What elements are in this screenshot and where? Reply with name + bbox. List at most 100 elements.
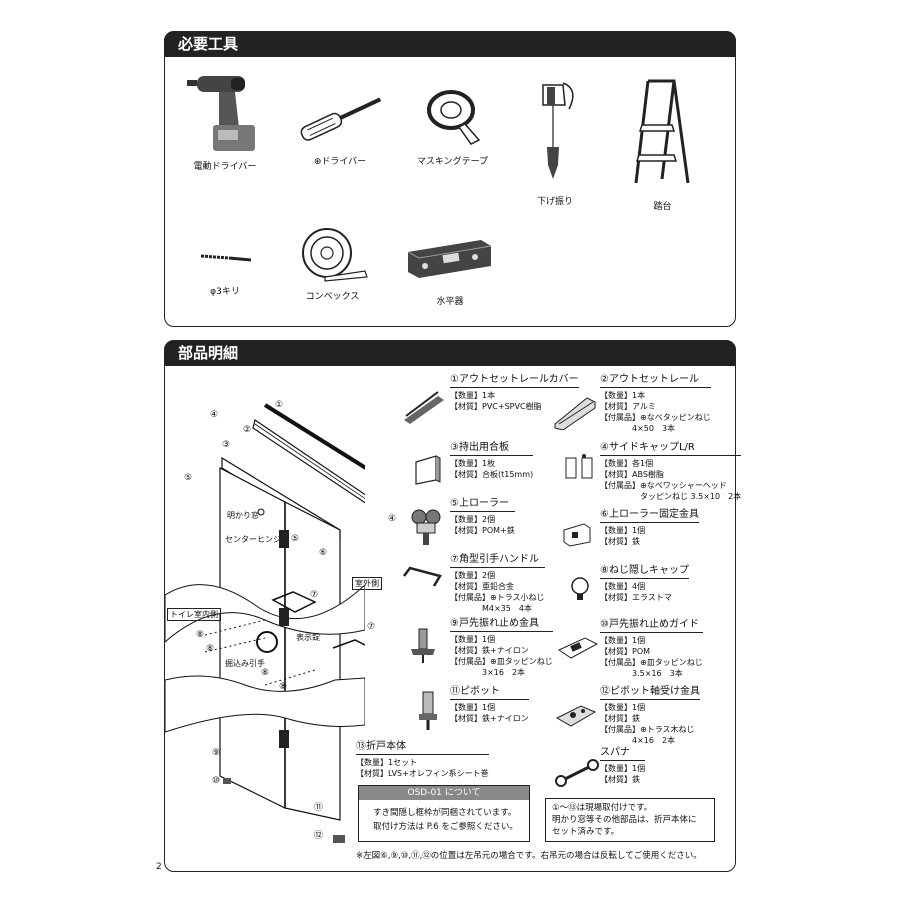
tool-spirit-level: 水平器: [400, 230, 500, 307]
part-name: ②アウトセットレール: [600, 373, 711, 388]
tools-panel: 必要工具: [164, 31, 736, 327]
callout-12: ⑫: [314, 831, 324, 841]
drill-bit-icon: [200, 254, 252, 262]
part-detail: 【材質】LVS+オレフィン系シート巻: [356, 769, 489, 778]
callout-5a: ⑤: [184, 473, 193, 483]
part-name: ④サイドキャップL/R: [600, 441, 742, 456]
tool-label: 下げ振り: [536, 197, 573, 207]
tool-label: 電動ドライバー: [193, 162, 257, 172]
plumb-bob-icon: [542, 82, 574, 179]
part-name: ⑬折戸本体: [356, 740, 489, 755]
outset-rail: [252, 419, 365, 504]
part-upper-roller: ⑤上ローラー 【数量】2個 【材質】POM+鉄: [450, 497, 515, 536]
side-cap-icon: [565, 454, 593, 479]
part-detail: 【数量】1本: [450, 391, 496, 400]
spanner-icon: [555, 759, 599, 787]
osd-box-header: OSD-01 について: [359, 786, 529, 800]
tool-step-stool: 踏台: [620, 75, 705, 212]
part-name: ⑫ピボット軸受け金具: [600, 685, 700, 700]
install-note-line: ①～⑬は現場取付けです。: [552, 803, 653, 813]
part-detail: 【材質】鉄+ナイロン: [450, 646, 529, 655]
callout-8d: ⑧: [279, 682, 288, 692]
part-detail: 【材質】POM+鉄: [450, 526, 515, 535]
callout-2: ②: [243, 425, 252, 435]
label-indicator-lock: 表示錠: [296, 633, 320, 642]
screw-cap-icon: [571, 577, 589, 600]
part-name: ⑤上ローラー: [450, 497, 515, 512]
osd-box-line: 取付け方法は P.6 をご参照ください。: [373, 822, 518, 832]
part-detail: M4×35 4本: [450, 604, 532, 613]
part-detail: 【材質】鉄: [600, 775, 640, 784]
step-stool-icon: [634, 79, 689, 184]
part-detail: 【数量】2個: [450, 515, 496, 524]
label-outdoor-side: 室外側: [352, 577, 382, 590]
label-center-hinge: センターヒンジ: [225, 535, 281, 544]
part-spanner: スパナ 【数量】1個 【材質】鉄: [600, 746, 646, 785]
part-detail: 【数量】1個: [600, 636, 646, 645]
part-rail-cover: ①アウトセットレールカバー 【数量】1本 【材質】PVC+SPVC樹脂: [450, 373, 579, 412]
part-detail: 【材質】アルミ: [600, 402, 656, 411]
install-note-line: セット済みです。: [552, 827, 620, 837]
part-detail: 【数量】1個: [450, 635, 496, 644]
part-detail: 【付属品】⊕皿タッピンねじ: [450, 657, 553, 666]
tool-masking-tape: マスキングテープ: [405, 80, 500, 167]
pivot-bearing-icon: [555, 705, 597, 727]
rail-cover-line: [263, 403, 365, 470]
assembly-diagram: [165, 403, 365, 843]
part-detail: 【付属品】⊕トラス小ねじ: [450, 593, 545, 602]
callout-10: ⑩: [212, 776, 221, 786]
osd-info-box: OSD-01 について すき間隠し框枠が同梱されています。 取付け方法は P.6…: [358, 785, 530, 842]
osd-box-line: すき間隠し框枠が同梱されています。: [373, 808, 517, 818]
part-screw-cap: ⑧ねじ隠しキャップ 【数量】4個 【材質】エラストマ: [600, 564, 689, 603]
part-detail: 【材質】亜鉛合金: [450, 582, 514, 591]
callout-1: ①: [275, 400, 284, 410]
masking-tape-icon: [426, 90, 480, 145]
tool-power-drill: 電動ドライバー: [180, 70, 270, 172]
plywood-icon: [415, 455, 441, 485]
tool-screwdriver: ⊕ドライバー: [290, 85, 390, 167]
tool-drill-bit: φ3キリ: [185, 240, 265, 297]
label-recessed-handle: 掘込み引手: [225, 659, 265, 668]
part-detail: 【材質】鉄: [600, 537, 640, 546]
footnote: ※左図⑥,⑨,⑩,⑪,⑫の位置は左吊元の場合です。右吊元の場合は反転してご使用く…: [356, 851, 702, 861]
part-pivot: ⑪ピボット 【数量】1個 【材質】鉄+ナイロン: [450, 685, 529, 724]
part-detail: 【付属品】⊕なべワッシャーヘッド: [600, 481, 727, 490]
stopper-guide-icon: [557, 637, 599, 659]
screwdriver-icon: [300, 97, 381, 141]
part-folding-door: ⑬折戸本体 【数量】1セット 【材質】LVS+オレフィン系シート巻: [356, 740, 489, 779]
tools-section-title: 必要工具: [164, 31, 736, 57]
tool-label: 水平器: [436, 297, 464, 307]
part-detail: 【材質】PVC+SPVC樹脂: [450, 402, 542, 411]
callout-7b: ⑦: [367, 622, 376, 632]
callout-4b: ④: [388, 514, 397, 524]
part-detail: タッピンねじ 3.5×10 2本: [600, 492, 742, 501]
part-detail: 【数量】各1個: [600, 459, 654, 468]
page-number: 2: [156, 862, 162, 872]
power-drill-icon: [187, 76, 255, 151]
part-detail: 【数量】1個: [600, 764, 646, 773]
pivot-icon: [419, 691, 437, 730]
tape-measure-icon: [302, 228, 368, 282]
part-detail: 【材質】エラストマ: [600, 593, 672, 602]
label-window: 明かり窓: [227, 511, 259, 520]
part-name: ⑦角型引手ハンドル: [450, 553, 545, 568]
square-handle-icon: [403, 566, 442, 587]
tool-plumb-bob: 下げ振り: [515, 75, 595, 207]
part-detail: 【材質】鉄+ナイロン: [450, 714, 529, 723]
part-name: ⑨戸先振れ止め金具: [450, 617, 553, 632]
part-detail: 【数量】1枚: [450, 459, 496, 468]
callout-8a: ⑧: [196, 630, 205, 640]
tool-label: 踏台: [653, 202, 672, 212]
part-name: スパナ: [600, 746, 646, 761]
part-name: ⑩戸先振れ止めガイド: [600, 618, 703, 633]
part-name: ③持出用合板: [450, 441, 534, 456]
part-detail: 【数量】4個: [600, 582, 646, 591]
callout-8b: ⑧: [206, 644, 215, 654]
spirit-level-icon: [407, 240, 491, 278]
part-detail: 【材質】ABS樹脂: [600, 470, 664, 479]
part-detail: 【数量】2個: [450, 571, 496, 580]
upper-roller-icon: [411, 509, 441, 545]
part-pivot-bearing: ⑫ピボット軸受け金具 【数量】1個 【材質】鉄 【付属品】⊕トラス木ねじ 4×1…: [600, 685, 700, 746]
part-outset-rail: ②アウトセットレール 【数量】1本 【材質】アルミ 【付属品】⊕なべタッピンねじ…: [600, 373, 711, 434]
tool-tape-measure: コンベックス: [290, 225, 375, 302]
